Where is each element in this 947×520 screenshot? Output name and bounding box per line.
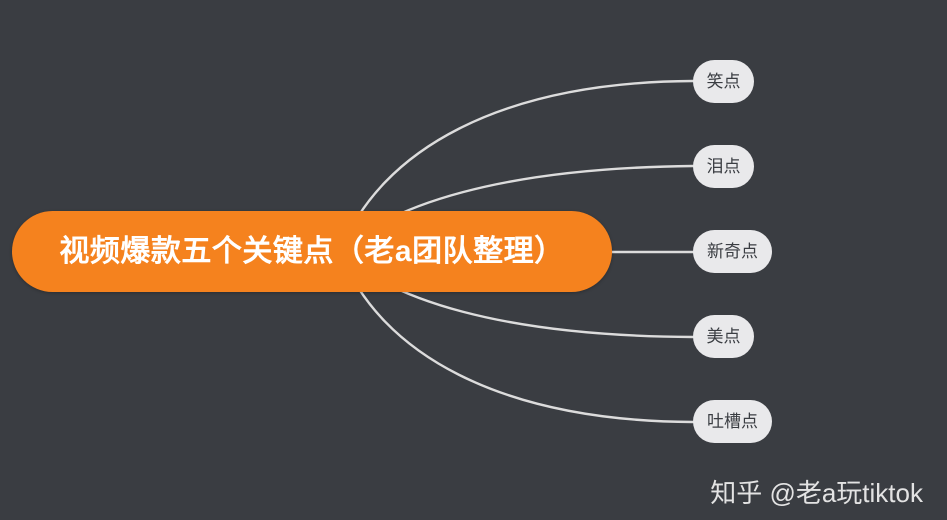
leaf-node-label: 新奇点 [707, 242, 758, 261]
watermark: 知乎 @老a玩tiktok [710, 478, 923, 508]
leaf-node-5[interactable]: 吐槽点 [693, 400, 772, 443]
leaf-node-label: 美点 [706, 327, 741, 346]
leaf-node-2[interactable]: 泪点 [693, 145, 754, 188]
leaf-node-4[interactable]: 美点 [693, 315, 754, 358]
leaf-node-1[interactable]: 笑点 [693, 60, 754, 103]
root-node[interactable]: 视频爆款五个关键点（老a团队整理） [12, 211, 612, 292]
leaf-node-label: 笑点 [706, 72, 741, 91]
leaf-node-label: 吐槽点 [707, 412, 758, 431]
root-node-label: 视频爆款五个关键点（老a团队整理） [59, 234, 565, 268]
leaf-node-3[interactable]: 新奇点 [693, 230, 772, 273]
leaf-node-label: 泪点 [706, 157, 741, 176]
